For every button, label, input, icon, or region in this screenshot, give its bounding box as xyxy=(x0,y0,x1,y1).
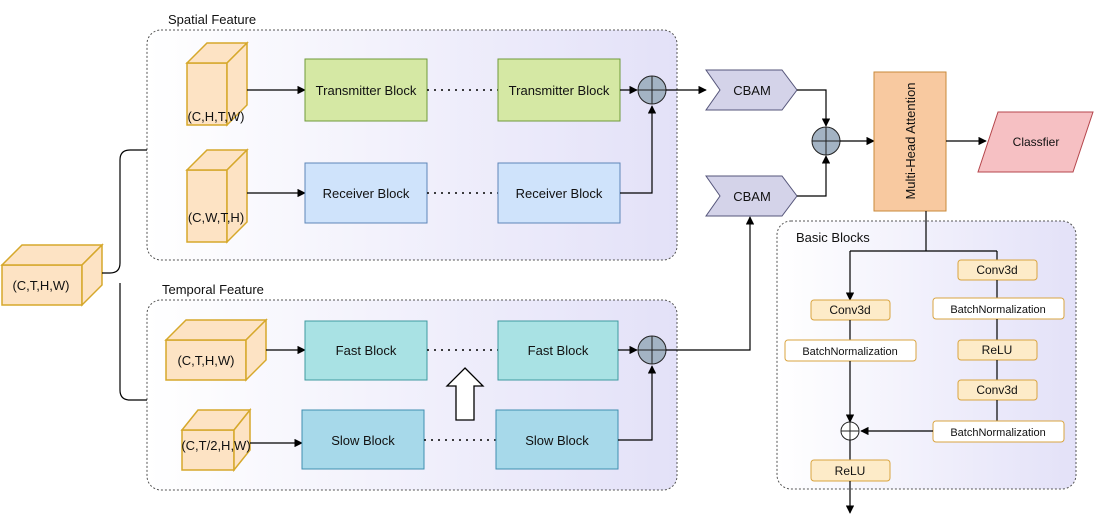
cbam-bottom: CBAM xyxy=(705,175,798,217)
receiver-block-2-label: Receiver Block xyxy=(516,186,603,201)
basic-right-relu-label: ReLU xyxy=(982,343,1013,357)
basic-right-batchnorm-1-label: BatchNormalization xyxy=(950,304,1045,316)
cbam-top: CBAM xyxy=(705,69,798,111)
basic-output-relu-label: ReLU xyxy=(835,464,866,478)
transmitter-block-1-label: Transmitter Block xyxy=(316,83,417,98)
input-cube-spatial-2: (C,W,T,H) xyxy=(185,148,249,244)
temporal-sum-node xyxy=(637,335,667,365)
fast-block-2-label: Fast Block xyxy=(528,343,589,358)
receiver-block-1 xyxy=(304,162,428,224)
classifier-label: Classfier xyxy=(1013,135,1060,149)
receiver-block-2 xyxy=(497,162,621,224)
residual-sum-node xyxy=(840,421,860,441)
fast-block-2 xyxy=(497,320,619,381)
basic-right-batchnorm-2-label: BatchNormalization xyxy=(950,427,1045,439)
basic-left-conv3d-label: Conv3d xyxy=(829,303,870,317)
cbam-bottom-label: CBAM xyxy=(733,189,771,204)
lateral-connection-arrow xyxy=(445,367,485,421)
fast-block-1 xyxy=(304,320,428,381)
basic-left-batchnorm-label: BatchNormalization xyxy=(802,346,897,358)
basic-right-conv3d-2-label: Conv3d xyxy=(976,383,1017,397)
input-cube-temporal-1: (C,T,H,W) xyxy=(164,318,268,382)
input-temporal-1-label: (C,T,H,W) xyxy=(177,353,234,368)
spatial-feature-title: Spatial Feature xyxy=(168,12,256,27)
fast-block-1-label: Fast Block xyxy=(336,343,397,358)
cbam-top-label: CBAM xyxy=(733,83,771,98)
spatial-sum-node xyxy=(637,75,667,105)
slow-block-1 xyxy=(301,409,425,470)
input-main-label: (C,T,H,W) xyxy=(12,278,69,293)
slow-block-1-label: Slow Block xyxy=(331,433,395,448)
input-bracket xyxy=(102,149,147,401)
multi-head-attention-label: Multi-Head Attention xyxy=(903,82,918,199)
input-cube-main: (C,T,H,W) xyxy=(0,243,104,307)
input-cube-temporal-2: (C,T/2,H,W) xyxy=(180,407,252,473)
basic-right-conv3d-1-label: Conv3d xyxy=(976,263,1017,277)
multi-head-attention-block xyxy=(873,71,947,212)
input-spatial-2-label: (C,W,T,H) xyxy=(188,210,244,225)
input-cube-spatial-1: (C,H,T,W) xyxy=(185,41,249,127)
basic-right-batchnorm-1 xyxy=(932,297,1065,320)
input-spatial-1-label: (C,H,T,W) xyxy=(187,109,244,124)
slow-block-2-label: Slow Block xyxy=(525,433,589,448)
temporal-feature-title: Temporal Feature xyxy=(162,282,264,297)
transmitter-block-2-label: Transmitter Block xyxy=(509,83,610,98)
fusion-sum-node xyxy=(811,126,841,156)
receiver-block-1-label: Receiver Block xyxy=(323,186,410,201)
classifier-block: Classfier xyxy=(977,111,1094,173)
slow-block-2 xyxy=(495,409,619,470)
basic-blocks-title: Basic Blocks xyxy=(796,230,870,245)
transmitter-block-2 xyxy=(497,58,621,122)
input-temporal-2-label: (C,T/2,H,W) xyxy=(181,438,250,453)
